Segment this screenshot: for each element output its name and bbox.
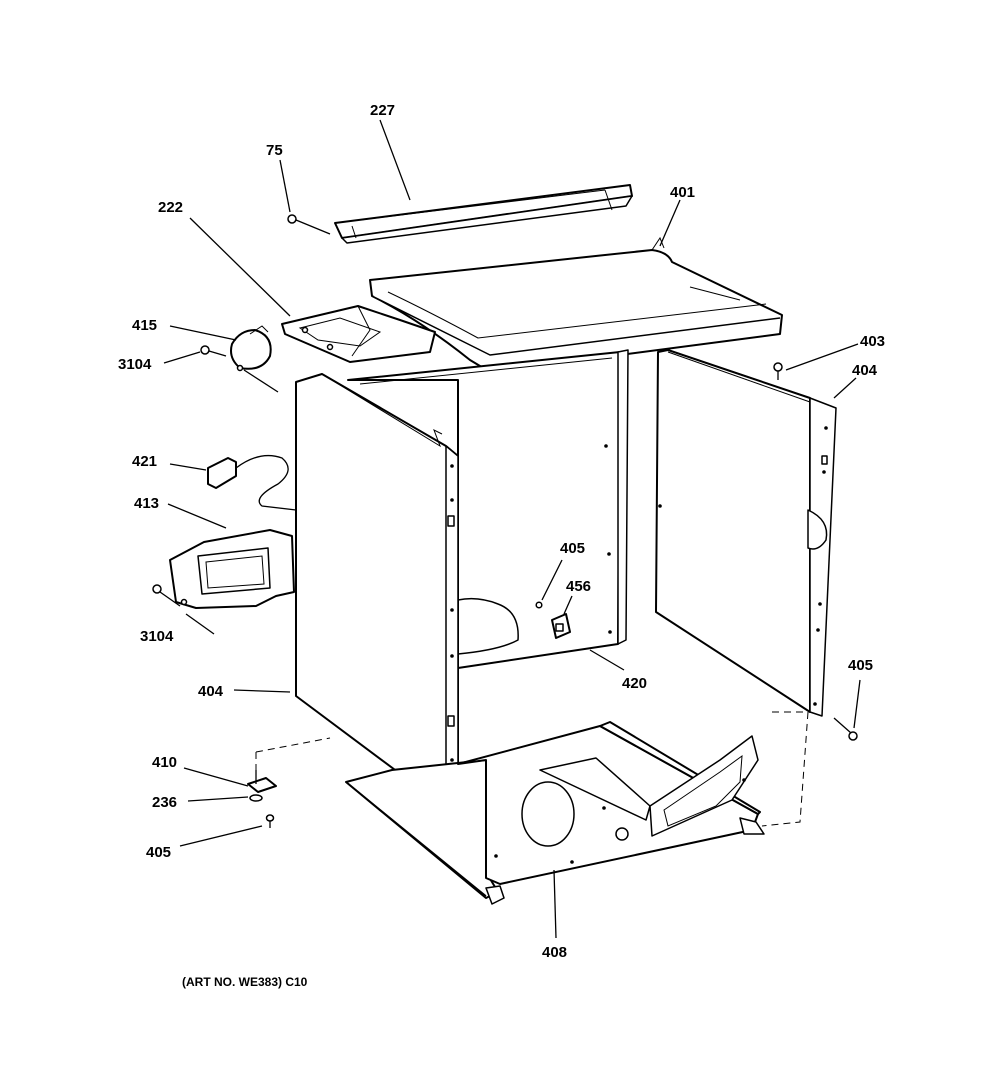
callout-420: 420 <box>622 675 647 692</box>
part-404-left-side-panel[interactable] <box>295 373 459 809</box>
callout-236: 236 <box>152 794 177 811</box>
part-403-screw[interactable] <box>773 362 783 380</box>
part-75-screw[interactable] <box>287 214 331 235</box>
callout-405-lower: 405 <box>146 844 171 861</box>
callout-404-left: 404 <box>198 683 224 700</box>
part-3104-screw-upper[interactable] <box>200 345 227 357</box>
part-405-screw-middle[interactable] <box>535 601 543 609</box>
part-404-right-side-panel[interactable] <box>655 349 837 717</box>
callout-222: 222 <box>158 199 183 216</box>
art-number-caption: (ART NO. WE383) C10 <box>182 975 308 989</box>
part-3104-screw-lower[interactable] <box>152 584 181 607</box>
callout-421: 421 <box>132 453 157 470</box>
part-413-bracket[interactable] <box>169 529 295 609</box>
part-415-round-cover[interactable] <box>230 325 272 372</box>
part-222-bracket[interactable] <box>281 305 436 363</box>
leader-lines <box>163 119 861 939</box>
callout-415: 415 <box>132 317 157 334</box>
alignment-line-right <box>761 711 809 827</box>
part-405-screw-right[interactable] <box>833 717 858 741</box>
part-421-power-cord[interactable] <box>207 454 297 511</box>
callout-3104-lower: 3104 <box>140 628 174 645</box>
callout-410: 410 <box>152 754 177 771</box>
callout-227: 227 <box>370 102 395 119</box>
part-456-switch[interactable] <box>551 613 571 639</box>
callout-401: 401 <box>670 184 695 201</box>
callout-456: 456 <box>566 578 591 595</box>
callout-405-middle: 405 <box>560 540 585 557</box>
part-410-leveling-leg[interactable] <box>247 770 277 793</box>
callout-403: 403 <box>860 333 885 350</box>
callout-408: 408 <box>542 944 567 961</box>
callout-75: 75 <box>266 142 283 159</box>
part-227-rail[interactable] <box>334 184 633 244</box>
callout-404-right: 404 <box>852 362 878 379</box>
cabinet-rear-panel <box>347 349 629 669</box>
callout-405-right: 405 <box>848 657 873 674</box>
alignment-line-left <box>255 737 331 770</box>
callout-3104-upper: 3104 <box>118 356 152 373</box>
part-401-top-panel[interactable] <box>369 236 783 373</box>
part-236-foot-pad[interactable] <box>249 794 263 802</box>
part-408-base[interactable] <box>345 721 765 905</box>
callout-413: 413 <box>134 495 159 512</box>
part-405-screw-lower[interactable] <box>265 814 275 828</box>
